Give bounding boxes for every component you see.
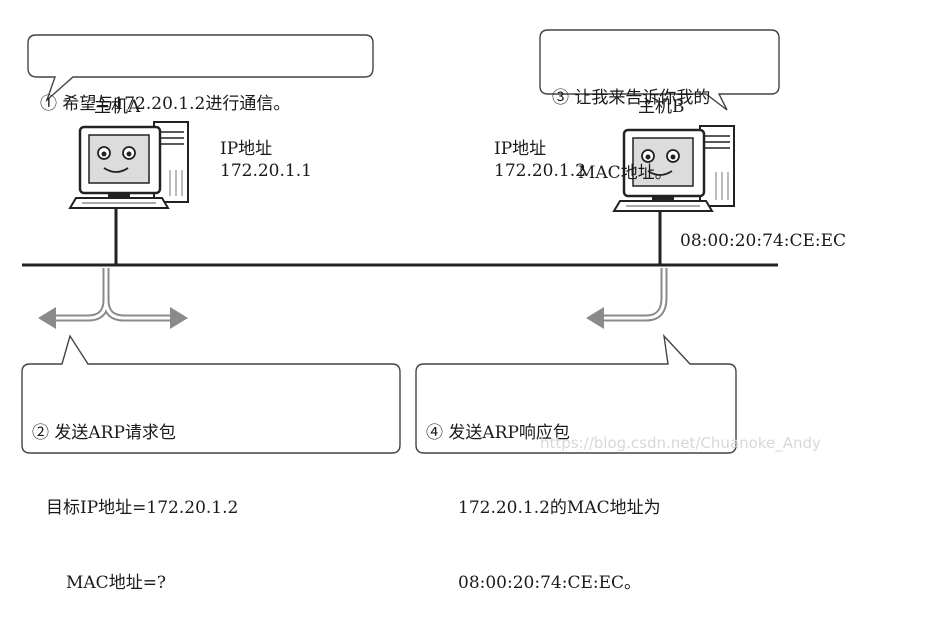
host-b-ip-label: IP地址 — [494, 139, 547, 159]
speech-bubble-step3 — [539, 29, 780, 111]
step3-line-1: ③ 让我来告诉你我的 — [552, 88, 711, 108]
host-a-name: 主机A — [94, 97, 141, 117]
step1-line-1: ① 希望与172.20.1.2进行通信。 — [40, 94, 291, 114]
step4-bubble-text: ④ 发送ARP响应包 172.20.1.2的MAC地址为 08:00:20:74… — [426, 371, 661, 621]
step2-line-2: 目标IP地址=172.20.1.2 — [46, 498, 239, 518]
watermark-text: https://blog.csdn.net/Chuanoke_Andy — [540, 434, 821, 452]
step4-line-2: 172.20.1.2的MAC地址为 — [458, 498, 661, 518]
computer-a-icon — [68, 121, 189, 265]
speech-bubble-step2 — [21, 334, 401, 454]
host-a-ip-label: IP地址 — [220, 139, 273, 159]
step2-bubble-text: ② 发送ARP请求包 目标IP地址=172.20.1.2 MAC地址=? — [32, 371, 238, 621]
arp-request-broadcast-arrow — [38, 268, 188, 329]
step2-line-3: MAC地址=? — [66, 573, 167, 593]
host-b-mac-value: 08:00:20:74:CE:EC — [680, 231, 846, 251]
host-b-ip-value: 172.20.1.2 — [494, 161, 586, 181]
step1-bubble-text: ① 希望与172.20.1.2进行通信。 — [40, 42, 290, 142]
step3-line-2: MAC地址。 — [578, 163, 672, 183]
step2-line-1: ② 发送ARP请求包 — [32, 423, 176, 443]
computer-b-icon — [612, 125, 735, 265]
arp-reply-arrow — [586, 268, 668, 329]
step3-bubble-text: ③ 让我来告诉你我的 MAC地址。 — [552, 36, 710, 211]
speech-bubble-step1 — [27, 34, 374, 103]
speech-bubble-step4 — [415, 333, 737, 454]
step4-line-1: ④ 发送ARP响应包 — [426, 423, 570, 443]
host-a-ip-value: 172.20.1.1 — [220, 161, 312, 181]
arp-diagram — [21, 29, 780, 454]
host-b-name: 主机B — [638, 97, 685, 117]
step4-line-3: 08:00:20:74:CE:EC。 — [458, 573, 641, 593]
